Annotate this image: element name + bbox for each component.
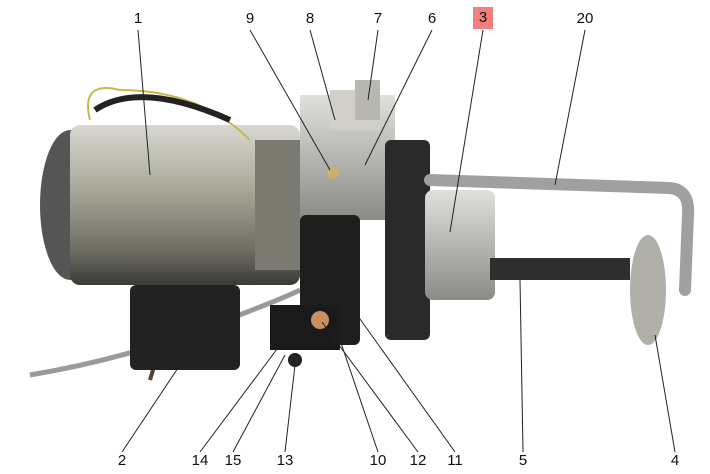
label-6: 6 <box>427 10 437 27</box>
label-10: 10 <box>369 452 387 469</box>
leader-lines <box>121 29 676 453</box>
label-11: 11 <box>447 452 463 469</box>
suction-pipe-5 <box>490 258 630 280</box>
valve-7 <box>355 80 380 120</box>
pump-3 <box>425 190 495 300</box>
label-1: 1 <box>133 10 143 27</box>
return-tube-20 <box>424 174 695 296</box>
label-4: 4 <box>670 452 680 469</box>
relay-2 <box>130 285 240 370</box>
label-13: 13 <box>276 452 294 469</box>
label-8: 8 <box>305 10 315 27</box>
valve-body-14 <box>270 305 340 350</box>
label-2: 2 <box>117 452 127 469</box>
label-15: 15 <box>224 452 242 469</box>
label-9: 9 <box>245 10 255 27</box>
label-12: 12 <box>409 452 427 469</box>
motor-1 <box>70 125 300 285</box>
label-5: 5 <box>518 452 528 469</box>
flange <box>385 140 430 340</box>
label-14: 14 <box>191 452 209 469</box>
filter-4 <box>630 235 666 345</box>
label-7: 7 <box>373 10 383 27</box>
motor-flange <box>255 140 305 270</box>
label-3-highlighted: 3 <box>473 7 493 29</box>
label-20: 20 <box>576 10 594 27</box>
